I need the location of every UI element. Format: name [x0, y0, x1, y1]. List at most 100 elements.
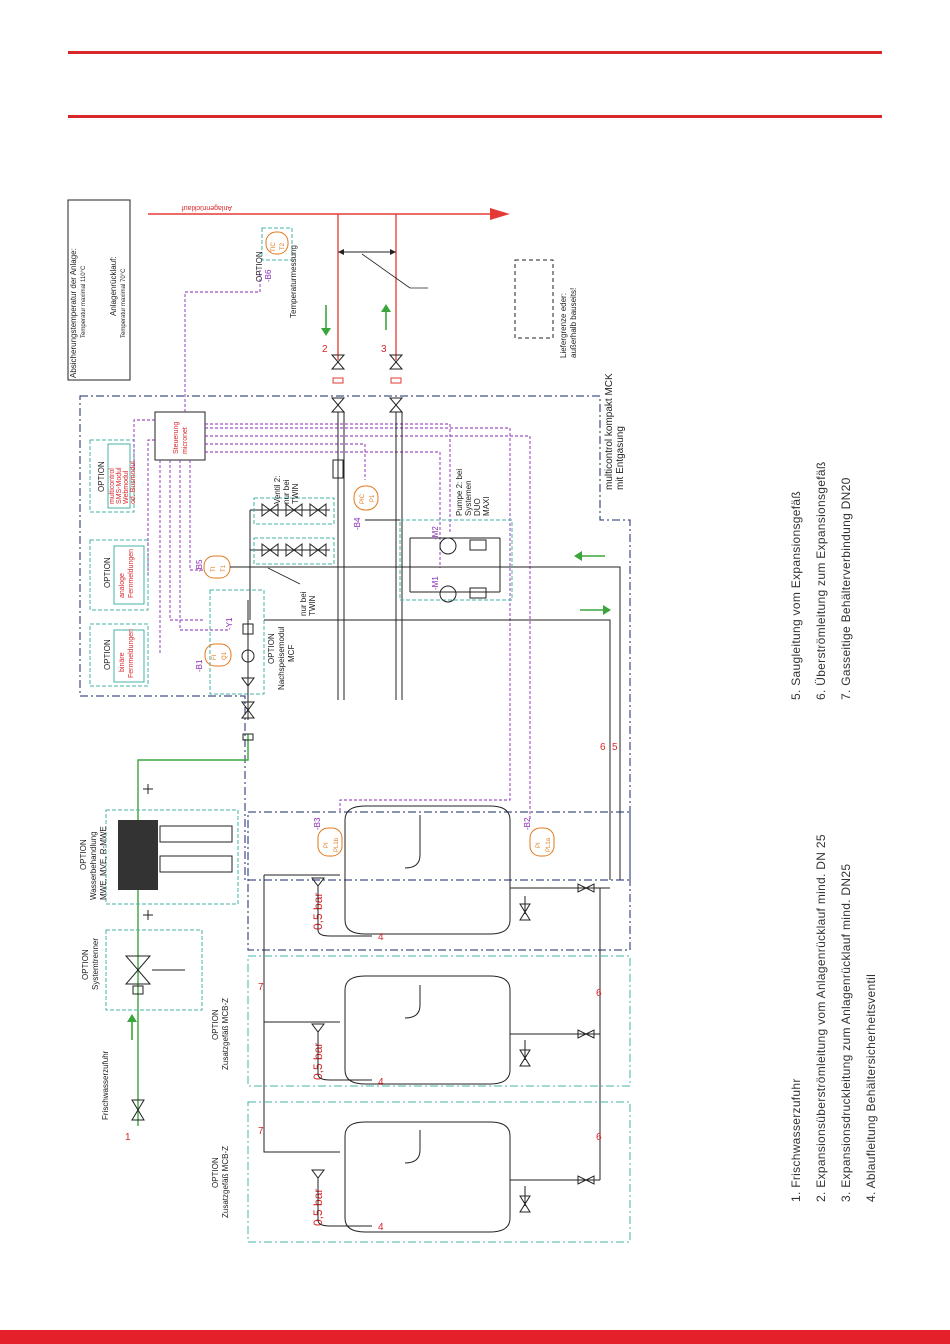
ventil-label-3: TWIN: [291, 483, 300, 504]
bus-label-1: multicontrol: [109, 468, 116, 504]
notes-line-1: Absicherungstemperatur der Anlage:: [69, 248, 78, 378]
isolation-valve-icon: [330, 354, 404, 413]
pump-1-icon: [439, 585, 457, 603]
header-rule-bottom: [68, 115, 882, 118]
temperaturmessung-label: Temperaturmessung: [289, 245, 298, 318]
option-label-analog: OPTION: [103, 557, 112, 588]
drain-valves-icons: [519, 883, 595, 1213]
pumpe-label-1: Pumpe 2: bei: [455, 469, 464, 516]
liefergrenze-box: [514, 259, 554, 339]
sensor-pl1a-label: PL1a: [546, 837, 552, 852]
liefergrenze-label-1: Liefergrenze eder:: [559, 293, 568, 358]
sensor-pic-icon: [353, 485, 379, 511]
steuerung-micronet-box: [154, 411, 206, 461]
valve-id-y1: -Y1: [225, 617, 234, 630]
ventil-label-2: nur bei: [282, 479, 291, 504]
systemtrenner-label: Systemtrenner: [91, 938, 100, 990]
legend-item-5: 5. Saugleitung vom Expansionsgefäß: [789, 491, 803, 700]
zusatzgefaess-2-boundary: [247, 1101, 631, 1243]
line-number-7-b: 7: [258, 1126, 264, 1137]
sensor-tic-icon: [265, 231, 289, 255]
sensor-fi-label: FI: [212, 654, 218, 660]
solenoid-icon: [242, 623, 254, 635]
ventil-twin-box: [253, 497, 335, 525]
water-treatment-unit-icon: [118, 820, 158, 890]
mcf-option-box: [209, 589, 265, 695]
line-number-4-c: 4: [378, 1222, 384, 1233]
line-number-5: 5: [612, 742, 618, 753]
line-number-2: 2: [322, 344, 328, 355]
steuerung-label-1: Steuerung: [173, 422, 180, 454]
legend-item-1: 1. Frischwasserzufuhr: [789, 1078, 803, 1202]
systemtrenner-icon: [124, 955, 152, 971]
notes-line-3: Anlagenrücklauf:: [109, 256, 118, 316]
header-rule-top: [68, 51, 882, 54]
option-label-mcf: OPTION: [267, 633, 276, 664]
pump-2-icon: [439, 537, 457, 555]
line-number-3: 3: [381, 344, 387, 355]
main-vessel-icon: [344, 805, 511, 935]
sensor-fi-icon: [204, 643, 232, 667]
sensor-pl1b-label: PL1b: [334, 837, 340, 852]
signal-wiring: [133, 270, 531, 820]
zusatzgefaess-2-icon: [344, 1121, 511, 1233]
sensor-p1-label: P1: [370, 494, 376, 502]
main-vessel-boundary: [247, 811, 631, 951]
filter-icon: [332, 459, 344, 479]
sensor-pic-label: PIC: [360, 493, 366, 504]
binaer-label-1: binäre: [119, 652, 126, 672]
footer-band: [0, 1330, 950, 1344]
zusatz-1-label: Zusatzgefäß MCB-Z: [221, 998, 230, 1070]
pump-id-m1: -M1: [431, 576, 440, 590]
anlagenruecklauf-label: Anlagenrücklauf: [182, 204, 232, 211]
sensor-pl1b-icon: [317, 827, 343, 857]
nurbei-label-2: TWIN: [308, 595, 317, 616]
legend-item-2: 2. Expansionsüberströmleitung vom Anlage…: [814, 834, 828, 1202]
zusatz-2-label: Zusatzgefäß MCB-Z: [221, 1146, 230, 1218]
legend-column-2: 5. Saugleitung vom Expansionsgefäß 6. Üb…: [789, 462, 853, 700]
wasserbehandlung-option-box: [105, 809, 239, 905]
bus-label-2: SMS-Modul: [116, 467, 123, 504]
pumpe-label-2: Systemen: [464, 480, 473, 516]
notes-line-4: Temperatur maximal 70°C: [121, 268, 127, 338]
line-number-6-b: 6: [596, 988, 602, 999]
line-number-6-c: 6: [596, 1132, 602, 1143]
frischwasser-pipe: [137, 734, 249, 1126]
ventil-box: [253, 537, 335, 565]
check-valve-icon: [241, 677, 255, 687]
mck-label-1: multicontrol kompakt MCK: [604, 373, 615, 490]
option-label-binaer: OPTION: [103, 639, 112, 670]
legend-item-6: 6. Überströmleitung zum Expansionsgefäß: [814, 462, 828, 700]
sensor-q1-label: Q1: [222, 651, 228, 660]
mck-label-2: mit Entgasung: [615, 426, 626, 490]
sensor-pi-label-2: PI: [536, 842, 542, 848]
legend-item-7: 7. Gasseitige Behälterverbindung DN20: [839, 477, 853, 700]
inlet-valve-icon: [131, 1099, 145, 1111]
flow-arrow-icon: [490, 208, 510, 220]
sensor-pl1a-icon: [529, 827, 555, 857]
temperature-notes-box: [67, 199, 131, 381]
temperature-option-box: [261, 227, 293, 261]
pumpe-label-3: DUO: [473, 498, 482, 516]
analog-label-2: Fernmeldungen: [128, 549, 135, 598]
nurbei-label-1: nur bei: [299, 591, 308, 616]
option-label-temperature: OPTION: [255, 251, 264, 282]
wasser-label-1: Wasserbehandlung: [89, 831, 98, 900]
option-label-bus: OPTION: [97, 461, 106, 492]
notes-line-2: Temperatur maximal 110°C: [81, 265, 87, 338]
line-number-1: 1: [125, 1132, 131, 1143]
legend-item-3: 3. Expansionsdruckleitung zum Anlagenrüc…: [839, 864, 853, 1202]
binaer-label-2: Fernmeldungen: [128, 629, 135, 678]
bus-label-4: od. Busmodul: [130, 461, 137, 504]
sensor-id-b1: -B1: [195, 659, 204, 672]
pump-id-m2: -M2: [431, 526, 440, 540]
sensor-id-b6: -B6: [264, 269, 273, 282]
sensor-t1-label: T1: [221, 564, 227, 572]
wasser-label-2: MWE, MVE, R-MWE: [99, 826, 108, 900]
line-number-4-b: 4: [378, 1077, 384, 1088]
bus-label-3: Webmodul: [123, 470, 130, 504]
steuerung-label-2: micronet: [182, 427, 189, 454]
legend-column-1: 1. Frischwasserzufuhr 2. Expansionsübers…: [789, 834, 878, 1202]
legend-item-4: 4. Ablaufleitung Behältersicherheitsvent…: [864, 974, 878, 1202]
